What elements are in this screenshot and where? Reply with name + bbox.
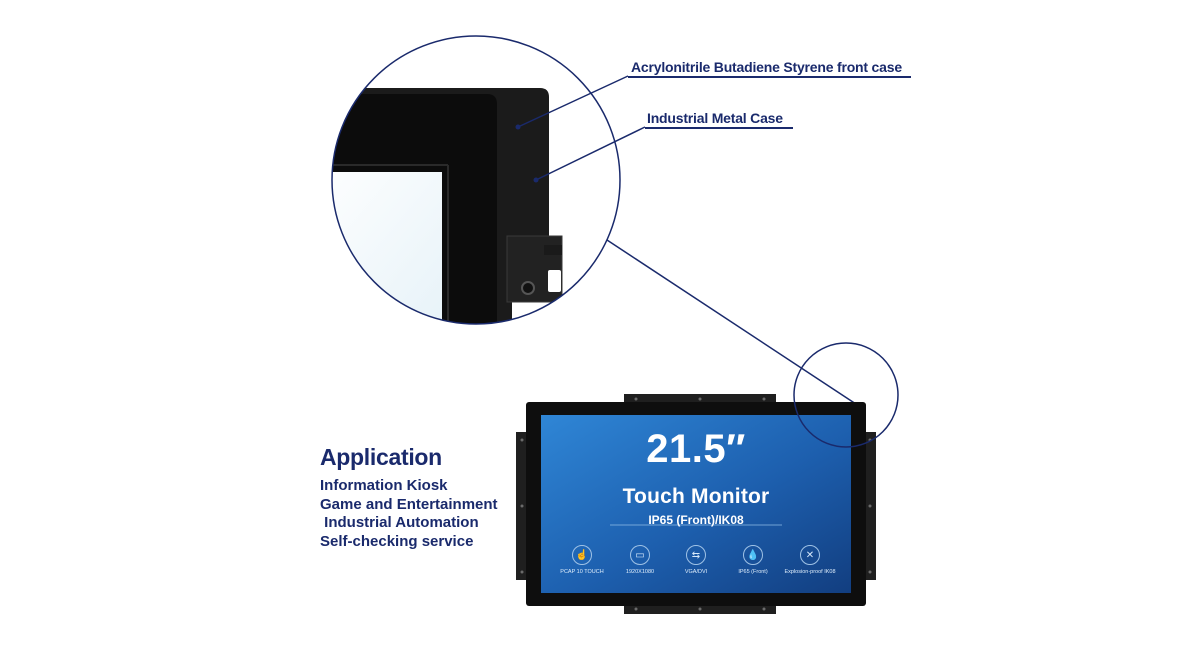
screen-size-text: 21.5″	[646, 427, 746, 471]
front-case-rule	[628, 76, 911, 78]
feature-waterproof: 💧 IP65 (Front)	[722, 545, 784, 575]
application-item: Information Kiosk	[320, 477, 448, 494]
feature-label: PCAP 10 TOUCH	[560, 569, 604, 575]
screen-title: Touch Monitor	[622, 485, 770, 508]
feature-resolution: ▭ 1920X1080	[609, 545, 671, 575]
zoom-detail	[331, 35, 621, 325]
metal-case-label: Industrial Metal Case	[647, 110, 783, 126]
feature-label: IP65 (Front)	[738, 569, 768, 575]
feature-label: 1920X1080	[625, 569, 655, 575]
resolution-icon: ▭	[630, 545, 650, 565]
application-item: Industrial Automation	[320, 514, 479, 531]
feature-usb: ⇆ VGA/DVI	[665, 545, 727, 575]
feature-label: Explosion-proof IK08	[784, 569, 836, 575]
metal-case-rule	[645, 127, 793, 129]
front-case-label: Acrylonitrile Butadiene Styrene front ca…	[631, 59, 902, 75]
feature-touch: ☝ PCAP 10 TOUCH	[551, 545, 613, 575]
application-item: Game and Entertainment	[320, 495, 498, 513]
application-heading: Application	[320, 444, 442, 470]
usb-icon: ⇆	[686, 545, 706, 565]
highlight-circle	[793, 342, 899, 448]
water-drops-icon: 💧	[743, 545, 763, 565]
explosion-proof-icon: ✕	[800, 545, 820, 565]
application-item: Self-checking service	[320, 532, 474, 550]
feature-label: VGA/DVI	[684, 569, 708, 575]
touch-icon: ☝	[572, 545, 592, 565]
feature-explosion-proof: ✕ Explosion-proof IK08	[779, 545, 841, 575]
monitor-screen: 21.5″ Touch Monitor IP65 (Front)/IK08 ☝ …	[541, 415, 851, 593]
screen-subtitle: IP65 (Front)/IK08	[648, 513, 744, 527]
callout-leaders	[517, 75, 863, 409]
application-section: Application Information Kiosk Game and E…	[320, 444, 498, 551]
